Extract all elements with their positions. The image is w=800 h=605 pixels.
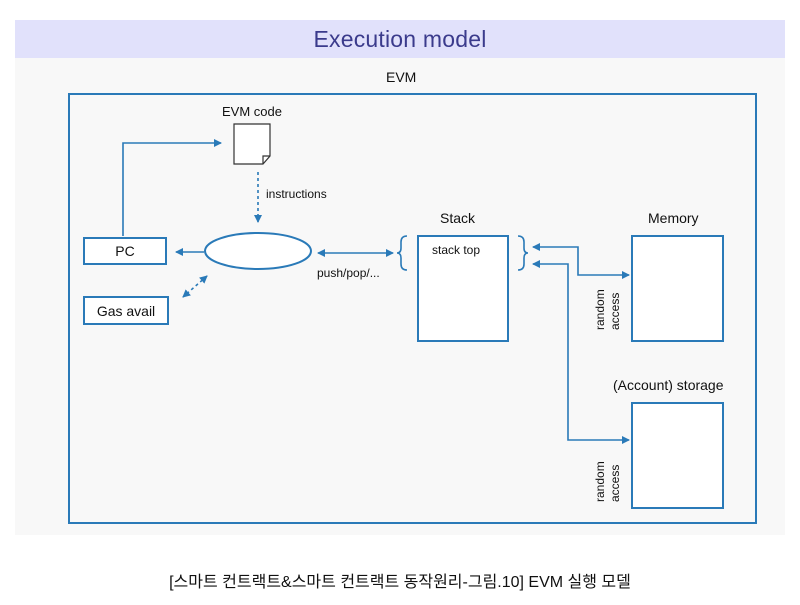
storage-label: (Account) storage <box>613 377 724 393</box>
evm-label: EVM <box>386 69 417 85</box>
stack-box: stack top <box>417 235 509 342</box>
instructions-label: instructions <box>266 187 327 201</box>
evm-container <box>68 93 757 524</box>
document-icon <box>233 123 271 165</box>
pc-to-code-arrow <box>122 139 222 236</box>
figure-caption: [스마트 컨트랙트&스마트 컨트랙트 동작원리-그림.10] EVM 실행 모델 <box>169 574 631 591</box>
random-access-memory-line1: random <box>593 289 607 330</box>
memory-box <box>631 235 724 342</box>
stack-storage-arrow <box>532 260 630 444</box>
storage-box <box>631 402 724 509</box>
pc-label: PC <box>115 243 135 259</box>
evm-code-label: EVM code <box>222 104 282 119</box>
stack-left-brace <box>396 235 408 271</box>
title-bar: Execution model <box>15 20 785 58</box>
stack-right-brace <box>517 235 529 271</box>
random-access-storage-line1: random <box>593 461 607 502</box>
operations-gas-arrow <box>182 275 208 298</box>
random-access-memory-line2: access <box>608 293 622 330</box>
stack-label: Stack <box>440 210 476 226</box>
operations-ellipse <box>204 232 312 270</box>
stack-memory-arrow <box>532 243 630 279</box>
memory-label: Memory <box>648 210 699 226</box>
stack-top-label: stack top <box>432 243 481 257</box>
gas-avail-box: Gas avail <box>83 296 169 325</box>
gas-avail-label: Gas avail <box>96 302 156 319</box>
random-access-storage-line2: access <box>608 465 622 502</box>
push-pop-label: push/pop/... <box>317 266 380 280</box>
slide-title: Execution model <box>313 25 487 52</box>
pc-box: PC <box>83 237 167 265</box>
